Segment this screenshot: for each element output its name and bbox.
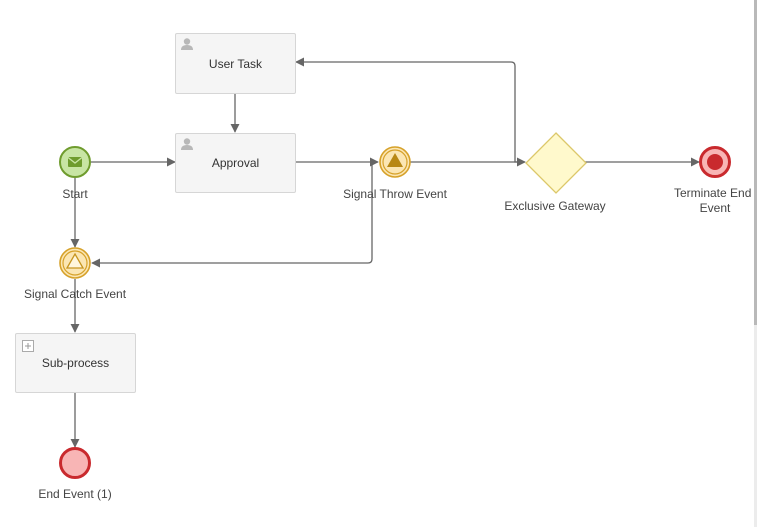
end-event[interactable] (58, 446, 92, 480)
user-icon (181, 138, 193, 150)
start-label: Start (62, 187, 88, 201)
terminate-label-line1: Terminate End (674, 186, 752, 200)
start-event[interactable] (58, 145, 92, 179)
terminate-label-line2: Event (699, 201, 731, 215)
end-event-label: End Event (1) (38, 487, 112, 501)
user-task[interactable]: User Task (175, 33, 296, 94)
envelope-icon (67, 156, 83, 167)
subprocess-task[interactable]: Sub-process (15, 333, 136, 393)
user-icon (181, 38, 193, 50)
signal-catch-event[interactable] (58, 246, 92, 280)
expand-plus-icon (22, 340, 34, 352)
approval-task-label: Approval (211, 156, 260, 170)
scrollbar-thumb[interactable] (754, 0, 757, 325)
vertical-scrollbar[interactable] (754, 0, 757, 527)
exclusive-gateway[interactable] (525, 132, 587, 194)
subprocess-label: Sub-process (41, 356, 110, 370)
signal-catch-label: Signal Catch Event (23, 287, 127, 301)
flow-signalthrow-to-signalcatch[interactable] (91, 162, 373, 268)
flow-gateway-to-usertask[interactable] (295, 57, 518, 163)
filled-triangle-icon (387, 153, 403, 167)
terminate-end-event[interactable] (698, 145, 732, 179)
signal-throw-event[interactable] (378, 145, 412, 179)
outline-triangle-icon (65, 252, 85, 269)
user-task-label: User Task (208, 56, 263, 71)
signal-throw-label: Signal Throw Event (343, 187, 447, 201)
gateway-label: Exclusive Gateway (504, 199, 606, 213)
approval-task[interactable]: Approval (175, 133, 296, 193)
